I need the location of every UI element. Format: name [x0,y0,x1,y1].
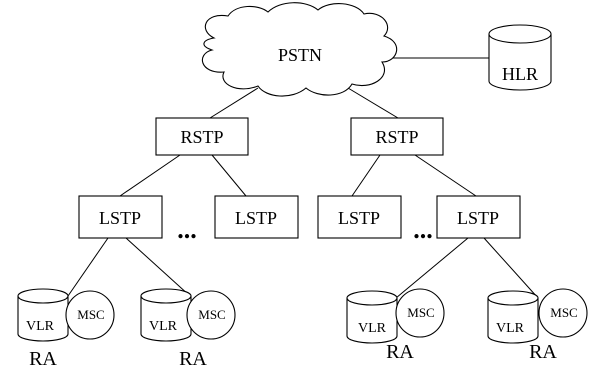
database-icon [488,34,552,91]
msc-circle [395,288,445,338]
vlr-label: VLR [496,321,525,336]
rstp-left-lstp-1-link [119,154,181,197]
msc-label: MSC [407,305,434,320]
msc-label: MSC [550,305,577,320]
rstp-label: RSTP [375,127,418,147]
pstn-rstp-right-link [347,87,399,119]
msc-circle [538,288,588,338]
rstp-box [350,117,444,156]
rstp-right-lstp-3-link [351,154,381,197]
vlr-label: VLR [26,319,55,334]
msc-label: MSC [77,307,104,322]
lstp-node-1: LSTP [78,195,163,239]
lstp-label: LSTP [99,208,141,228]
vlr-top [487,290,539,306]
lstp-1-ra-2-link [125,237,191,297]
database-icon [346,298,398,344]
msc-circle [186,290,236,340]
lstp-box [78,195,163,239]
vlr-top [140,288,192,304]
lstp-box [436,195,521,239]
lstp-4-ra-4-link [483,237,539,299]
ra-label: RA [179,348,207,370]
registration-area-4: VLR MSC RA [487,288,588,363]
registration-area-1: VLR MSC RA [17,288,115,370]
lstp-4-ra-3-link [395,237,469,299]
rstp-node-right: RSTP [350,117,444,156]
vlr-top [346,290,398,306]
msc-label: MSC [198,307,225,322]
pstn-cloud: PSTN [201,2,398,97]
ra-label: RA [386,341,414,363]
rstp-label: RSTP [180,127,223,147]
lstp-1-ra-1-link [67,237,109,297]
ellipsis-right: ... [413,215,433,244]
lstp-box [214,195,299,239]
database-icon [487,298,539,344]
pstn-rstp-left-link [209,87,259,119]
hlr-label: HLR [502,64,538,84]
hlr-database: HLR [488,24,552,91]
ellipsis-left: ... [177,215,197,244]
registration-area-3: VLR MSC RA [346,288,445,363]
lstp-label: LSTP [235,208,277,228]
database-icon [17,296,69,342]
lstp-label: LSTP [457,208,499,228]
vlr-label: VLR [358,321,387,336]
rstp-left-lstp-2-link [211,154,247,197]
lstp-label: LSTP [338,208,380,228]
ra-label: RA [529,341,557,363]
rstp-node-left: RSTP [155,117,249,156]
lstp-box [317,195,402,239]
lstp-node-4: LSTP [436,195,521,239]
registration-area-2: VLR MSC RA [140,288,236,370]
rstp-right-lstp-4-link [414,154,477,197]
connections [67,57,539,299]
lstp-node-2: LSTP [214,195,299,239]
vlr-label: VLR [149,319,178,334]
msc-circle [65,290,115,340]
lstp-node-3: LSTP [317,195,402,239]
database-icon [140,296,192,342]
ra-label: RA [29,348,57,370]
hlr-top [488,24,552,44]
cloud-icon [201,2,398,97]
pstn-label: PSTN [278,45,322,65]
rstp-box [155,117,249,156]
vlr-top [17,288,69,304]
